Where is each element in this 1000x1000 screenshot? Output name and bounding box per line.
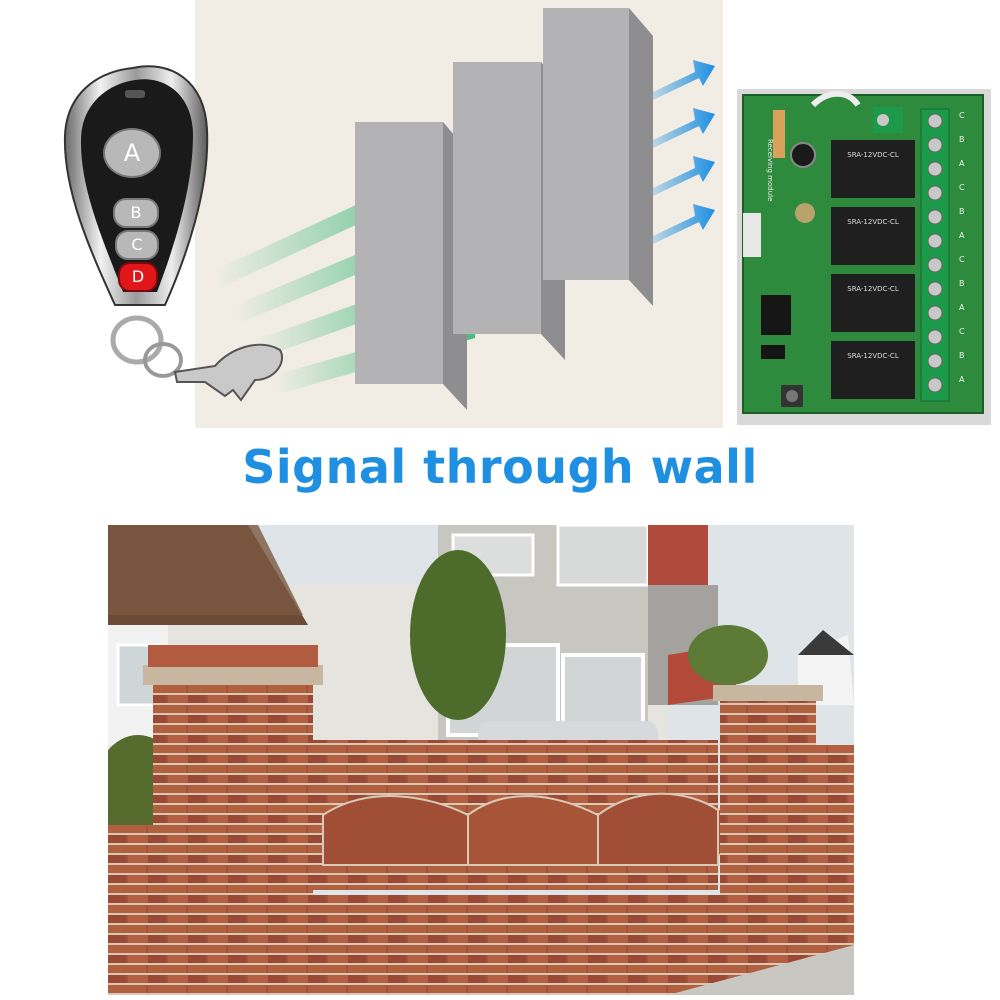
capacitor bbox=[790, 142, 816, 168]
terminal-label: A bbox=[959, 231, 965, 240]
brick-wall-photo bbox=[108, 525, 854, 995]
terminal-label: C bbox=[959, 111, 965, 120]
relay-2-label: SRA-12VDC-CL bbox=[847, 218, 899, 226]
climbing-plant bbox=[410, 550, 506, 720]
headline: Signal through wall bbox=[242, 440, 758, 494]
relay-4-label: SRA-12VDC-CL bbox=[847, 352, 899, 360]
blue-signal-arrows bbox=[653, 60, 715, 244]
terminal-screws bbox=[927, 113, 943, 393]
brick-wall bbox=[108, 645, 854, 995]
terminal-label: B bbox=[959, 135, 965, 144]
button-b-label: B bbox=[130, 203, 142, 222]
terminal-label: A bbox=[959, 159, 965, 168]
remote-button-a: A bbox=[103, 128, 161, 178]
terminal-block bbox=[920, 108, 950, 402]
receiver-board-photo: SRA-12VDC-CL SRA-12VDC-CL SRA-12VDC-CL S… bbox=[733, 85, 995, 430]
terminal-label: C bbox=[959, 183, 965, 192]
lobster-clasp bbox=[173, 343, 283, 402]
terminal-label: C bbox=[959, 255, 965, 264]
terminal-label: A bbox=[959, 375, 965, 384]
button-c-label: C bbox=[131, 235, 143, 254]
remote-button-d: D bbox=[118, 262, 158, 292]
wall-1 bbox=[355, 122, 467, 410]
pillar-right bbox=[720, 695, 816, 905]
remote-button-b: B bbox=[113, 198, 159, 228]
button-a-label: A bbox=[123, 139, 141, 167]
relay-3-label: SRA-12VDC-CL bbox=[847, 285, 899, 293]
terminal-label: B bbox=[959, 207, 965, 216]
terminal-labels: C B A C B A C B A C B A bbox=[959, 111, 973, 399]
module-label: Receiving module bbox=[766, 139, 774, 202]
pillar-left bbox=[153, 675, 313, 995]
relay-1-label: SRA-12VDC-CL bbox=[847, 151, 899, 159]
button-d-label: D bbox=[131, 267, 145, 286]
terminal-label: A bbox=[959, 303, 965, 312]
key-fob-remote: A B C D bbox=[55, 60, 295, 420]
terminal-label: B bbox=[959, 351, 965, 360]
wall-3 bbox=[543, 8, 653, 306]
relays bbox=[831, 140, 915, 399]
terminal-label: C bbox=[959, 327, 965, 336]
signal-illustration bbox=[195, 0, 723, 428]
remote-button-c: C bbox=[115, 230, 159, 260]
terminal-label: B bbox=[959, 279, 965, 288]
